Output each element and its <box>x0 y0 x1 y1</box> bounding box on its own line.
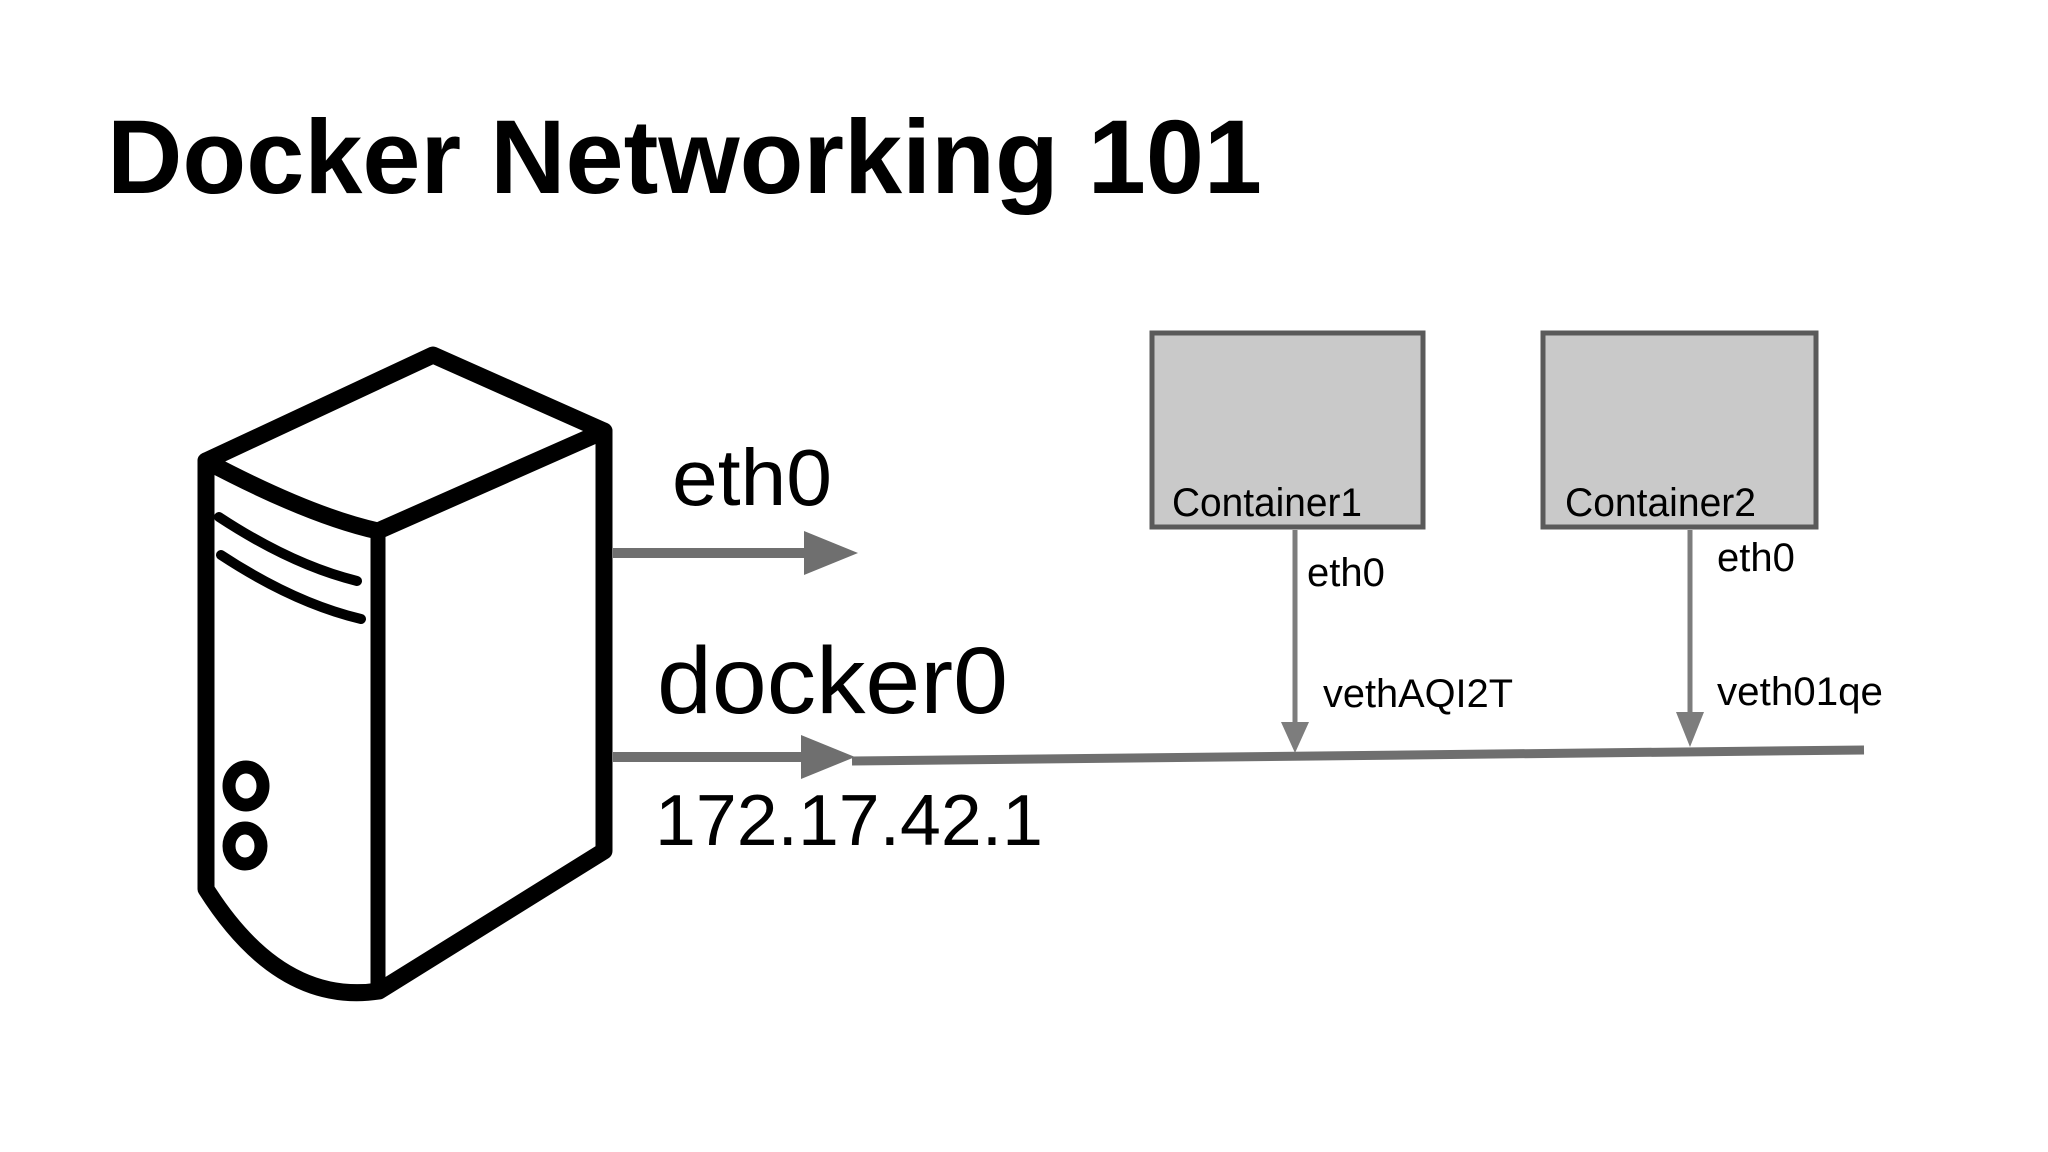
docker0-bridge <box>613 735 1865 779</box>
docker0-arrow-head <box>801 735 855 779</box>
server-tower-vent-slit-2 <box>216 550 366 624</box>
container1-veth-label: vethAQI2T <box>1323 672 1513 716</box>
container2-group: Container2 eth0 veth01qe <box>1540 330 1883 747</box>
host-eth0-label: eth0 <box>672 433 832 522</box>
container1-box <box>1149 330 1426 530</box>
container2-veth-label: veth01qe <box>1717 670 1883 714</box>
server-tower-vent-slit-1 <box>214 512 362 586</box>
container2-box <box>1540 330 1819 530</box>
container1-label: Container1 <box>1172 481 1362 525</box>
docker0-ip-label: 172.17.42.1 <box>655 781 1043 861</box>
host-eth0-arrow <box>613 531 858 575</box>
docker0-bridge-line <box>851 745 1865 766</box>
server-tower-top-edges <box>197 422 613 540</box>
server-tower-icon <box>197 346 613 1002</box>
container2-eth0-arrow-head <box>1676 712 1704 747</box>
container2-label: Container2 <box>1565 481 1756 525</box>
container1-eth0-arrow-head <box>1281 722 1309 753</box>
server-power-button-1 <box>222 760 270 812</box>
docker0-label: docker0 <box>657 628 1008 734</box>
container1-group: Container1 eth0 vethAQI2T <box>1149 330 1513 753</box>
container2-eth0-label: eth0 <box>1717 536 1795 580</box>
server-power-button-2 <box>222 821 268 871</box>
host-eth0-arrow-head <box>804 531 858 575</box>
container1-eth0-label: eth0 <box>1307 551 1385 595</box>
page-title: Docker Networking 101 <box>107 99 1262 216</box>
